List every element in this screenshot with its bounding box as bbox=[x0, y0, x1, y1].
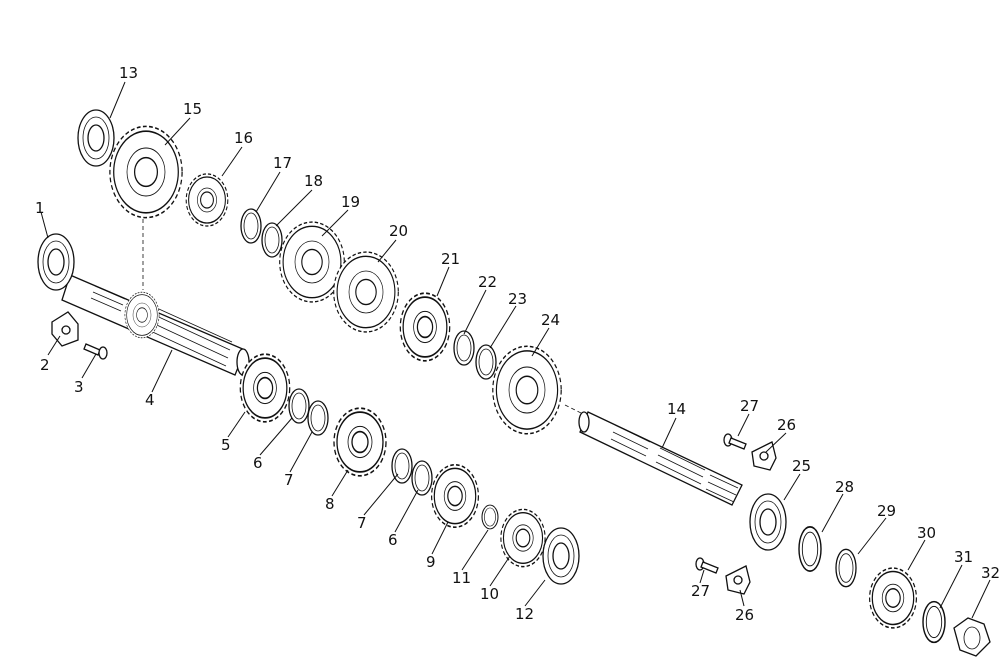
callout-7: 7 bbox=[284, 471, 294, 489]
callout-3: 3 bbox=[74, 378, 84, 396]
bearing-12 bbox=[542, 527, 580, 585]
screw-27a bbox=[723, 433, 747, 450]
seal-28 bbox=[798, 526, 822, 572]
alignment-line bbox=[564, 404, 586, 416]
callout-17: 17 bbox=[273, 154, 292, 172]
washer-6b bbox=[411, 460, 433, 496]
callout-13: 13 bbox=[119, 64, 138, 82]
circlip-7a bbox=[307, 400, 329, 436]
callout-1: 1 bbox=[35, 199, 45, 217]
gear-21 bbox=[399, 292, 451, 362]
callout-10: 10 bbox=[480, 585, 499, 603]
callout-29: 29 bbox=[877, 502, 896, 520]
washer-18 bbox=[261, 222, 283, 258]
washer-6a bbox=[288, 388, 310, 424]
lock-washer-31 bbox=[922, 600, 946, 644]
callout-23: 23 bbox=[508, 290, 527, 308]
callout-2: 2 bbox=[40, 356, 50, 374]
washer-23 bbox=[475, 344, 497, 380]
gear-15 bbox=[109, 125, 183, 219]
callout-14: 14 bbox=[667, 400, 686, 418]
callout-7: 7 bbox=[357, 514, 367, 532]
retainer-plate-26a bbox=[751, 441, 777, 471]
screw-3 bbox=[83, 343, 108, 360]
needle-bearing-11 bbox=[481, 504, 499, 530]
callout-4: 4 bbox=[145, 391, 155, 409]
sprocket-30 bbox=[868, 567, 918, 629]
gear-8 bbox=[333, 407, 387, 477]
nut-32 bbox=[953, 617, 991, 657]
gear-16 bbox=[185, 173, 229, 227]
callout-21: 21 bbox=[441, 250, 460, 268]
gear-9 bbox=[430, 464, 480, 528]
leader-lines bbox=[40, 81, 991, 619]
gear-20 bbox=[333, 251, 399, 333]
callout-26: 26 bbox=[735, 606, 754, 624]
callout-27: 27 bbox=[691, 582, 710, 600]
callout-6: 6 bbox=[388, 531, 398, 549]
callout-12: 12 bbox=[515, 605, 534, 623]
gear-5 bbox=[239, 353, 291, 423]
callout-20: 20 bbox=[389, 222, 408, 240]
callout-9: 9 bbox=[426, 553, 436, 571]
callout-8: 8 bbox=[325, 495, 335, 513]
callout-16: 16 bbox=[234, 129, 253, 147]
callout-32: 32 bbox=[981, 564, 1000, 582]
retainer-plate-2 bbox=[51, 311, 79, 347]
circlip-17 bbox=[240, 208, 262, 244]
screw-27b bbox=[695, 557, 719, 574]
bearing-1 bbox=[37, 233, 75, 291]
callout-labels: 1 2 3 4 5 6 6 7 7 8 9 10 11 12 13 14 15 … bbox=[35, 64, 1000, 624]
callout-15: 15 bbox=[183, 100, 202, 118]
gear-10 bbox=[500, 508, 546, 568]
callout-22: 22 bbox=[478, 273, 497, 291]
callout-6: 6 bbox=[253, 454, 263, 472]
bearing-25 bbox=[749, 493, 787, 551]
shaft-drive-gear bbox=[124, 291, 160, 339]
callout-26: 26 bbox=[777, 416, 796, 434]
callout-5: 5 bbox=[221, 436, 231, 454]
bearing-13 bbox=[77, 109, 115, 167]
retainer-plate-26b bbox=[725, 565, 751, 595]
countershaft bbox=[578, 411, 743, 506]
callout-18: 18 bbox=[304, 172, 323, 190]
callout-31: 31 bbox=[954, 548, 973, 566]
callout-27: 27 bbox=[740, 397, 759, 415]
circlip-22 bbox=[453, 330, 475, 366]
spacer-29 bbox=[835, 548, 857, 588]
callout-30: 30 bbox=[917, 524, 936, 542]
callout-24: 24 bbox=[541, 311, 560, 329]
callout-11: 11 bbox=[452, 569, 471, 587]
callout-19: 19 bbox=[341, 193, 360, 211]
callout-28: 28 bbox=[835, 478, 854, 496]
gear-24 bbox=[492, 345, 562, 435]
callout-25: 25 bbox=[792, 457, 811, 475]
